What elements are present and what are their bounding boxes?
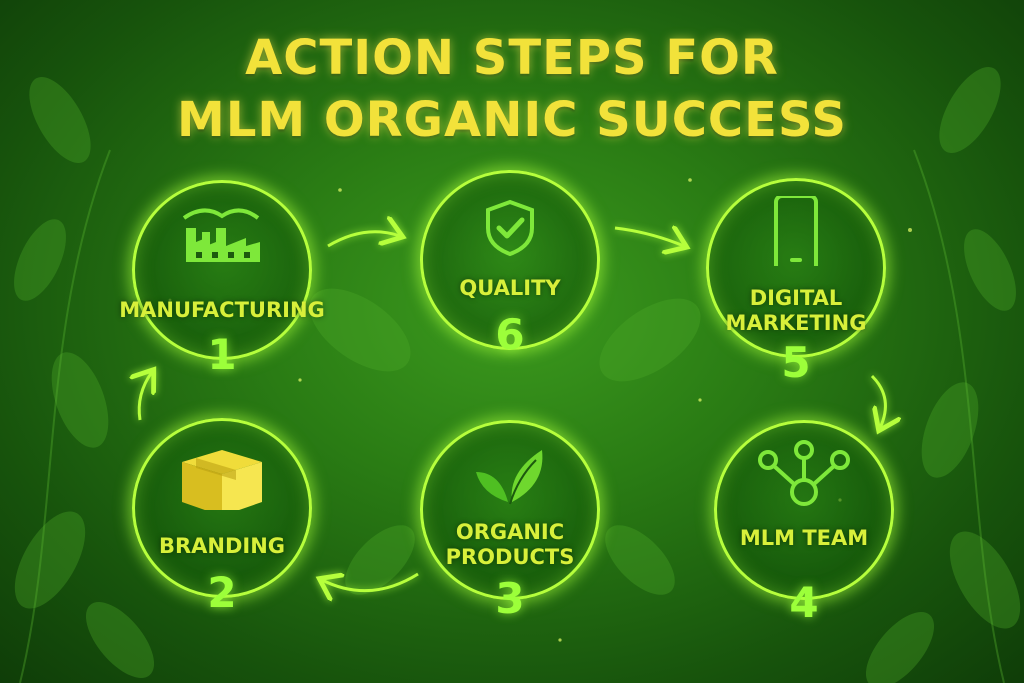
page-title-line-1: ACTION STEPS FOR <box>245 30 779 86</box>
step-number: 3 <box>495 574 525 623</box>
step-label: MANUFACTURING <box>119 298 325 322</box>
step-number: 4 <box>789 578 819 627</box>
step-ring <box>132 180 312 360</box>
factory-icon <box>182 208 260 262</box>
step-label: ORGANIC PRODUCTS <box>445 520 575 569</box>
step-number: 5 <box>781 338 811 387</box>
step-branding: BRANDING 2 <box>132 418 312 617</box>
step-mlm-team: MLM TEAM 4 <box>714 420 894 627</box>
smartphone-icon <box>774 196 818 266</box>
step-digital-marketing: DIGITAL MARKETING 5 <box>706 178 886 387</box>
step-number: 1 <box>207 330 237 379</box>
step-number: 6 <box>495 310 525 359</box>
step-ring <box>706 178 886 358</box>
page-title-line-2: MLM ORGANIC SUCCESS <box>177 92 847 148</box>
step-quality: QUALITY 6 <box>420 170 600 359</box>
step-label: BRANDING <box>158 534 286 558</box>
step-organic-products: ORGANIC PRODUCTS 3 <box>420 420 600 623</box>
step-label: QUALITY <box>459 276 561 300</box>
step-label: MLM TEAM <box>739 526 869 550</box>
box-icon <box>182 450 262 510</box>
step-ring <box>420 420 600 600</box>
step-number: 2 <box>207 568 237 617</box>
step-ring <box>714 420 894 600</box>
leaf-icon <box>476 450 543 505</box>
shield-check-icon <box>486 199 534 257</box>
network-icon <box>758 440 850 506</box>
step-label: DIGITAL MARKETING <box>725 286 867 335</box>
step-manufacturing: MANUFACTURING 1 <box>119 180 325 379</box>
